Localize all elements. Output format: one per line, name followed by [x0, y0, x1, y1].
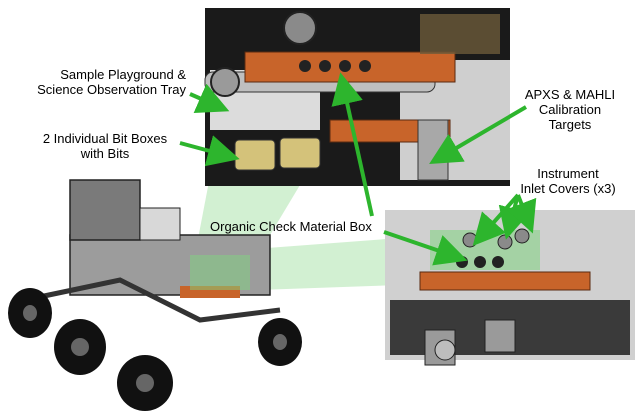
- deck-cover-1: [462, 232, 478, 248]
- rover-hub-3: [136, 374, 154, 392]
- turret-wheel: [283, 11, 317, 45]
- callout-arrows: [179, 72, 537, 266]
- label-bit-boxes: 2 Individual Bit Boxes with Bits: [30, 131, 180, 161]
- rover-hub-4: [273, 334, 287, 350]
- deck-port-2: [474, 256, 486, 268]
- label-calibration: APXS & MAHLI Calibration Targets: [510, 87, 630, 132]
- label-sample-playground-line1: Sample Playground &: [60, 67, 186, 82]
- label-sample-playground-line2: Science Observation Tray: [37, 82, 186, 97]
- turret-lens-2: [319, 60, 331, 72]
- arrow-calibration: [429, 105, 528, 165]
- rover-hub-2: [71, 338, 89, 356]
- arrow-inlet-3: [506, 194, 537, 234]
- label-calibration-line2: Calibration: [538, 102, 602, 117]
- arrow-organic-top: [331, 72, 374, 217]
- label-inlet-covers: Instrument Inlet Covers (x3): [508, 166, 628, 196]
- rover-illustration: [8, 179, 302, 411]
- deck-detail-render: [385, 210, 635, 366]
- rover-rocker: [24, 277, 281, 323]
- turret-bracket: [417, 119, 449, 181]
- label-inlet-covers-line2: Inlet Covers (x3): [520, 181, 616, 196]
- bit-box-render: [234, 137, 321, 171]
- bit-box-1: [234, 139, 276, 171]
- turret-lens-3: [339, 60, 351, 72]
- label-calibration-line1: APXS & MAHLI: [524, 87, 616, 102]
- rover-mast: [139, 207, 181, 241]
- bit-box-2: [279, 137, 321, 169]
- rover-hub-1: [23, 305, 37, 321]
- label-bit-boxes-line2: with Bits: [80, 146, 130, 161]
- turret-wire-bundle: [420, 14, 500, 54]
- beam-right: [240, 238, 400, 290]
- turret-drum: [210, 67, 240, 97]
- label-inlet-covers-line1: Instrument: [537, 166, 599, 181]
- label-bit-boxes-line1: 2 Individual Bit Boxes: [42, 131, 168, 146]
- deck-drum: [434, 339, 456, 361]
- deck-cover-3: [514, 228, 530, 244]
- label-sample-playground: Sample Playground & Science Observation …: [20, 67, 186, 97]
- label-organic-check: Organic Check Material Box: [210, 219, 372, 234]
- rover-rtg: [69, 179, 141, 241]
- deck-port-3: [492, 256, 504, 268]
- arrow-bit-boxes: [179, 135, 240, 167]
- deck-orange-rail: [419, 271, 591, 291]
- turret-lens-1: [299, 60, 311, 72]
- turret-lens-4: [359, 60, 371, 72]
- label-calibration-line3: Targets: [548, 117, 592, 132]
- arrow-organic-right: [383, 230, 468, 266]
- arrow-sample-playground: [189, 83, 230, 114]
- rover-turret-highlight: [190, 255, 250, 290]
- deck-cover-2: [497, 234, 513, 250]
- deck-bracket-right: [484, 319, 516, 353]
